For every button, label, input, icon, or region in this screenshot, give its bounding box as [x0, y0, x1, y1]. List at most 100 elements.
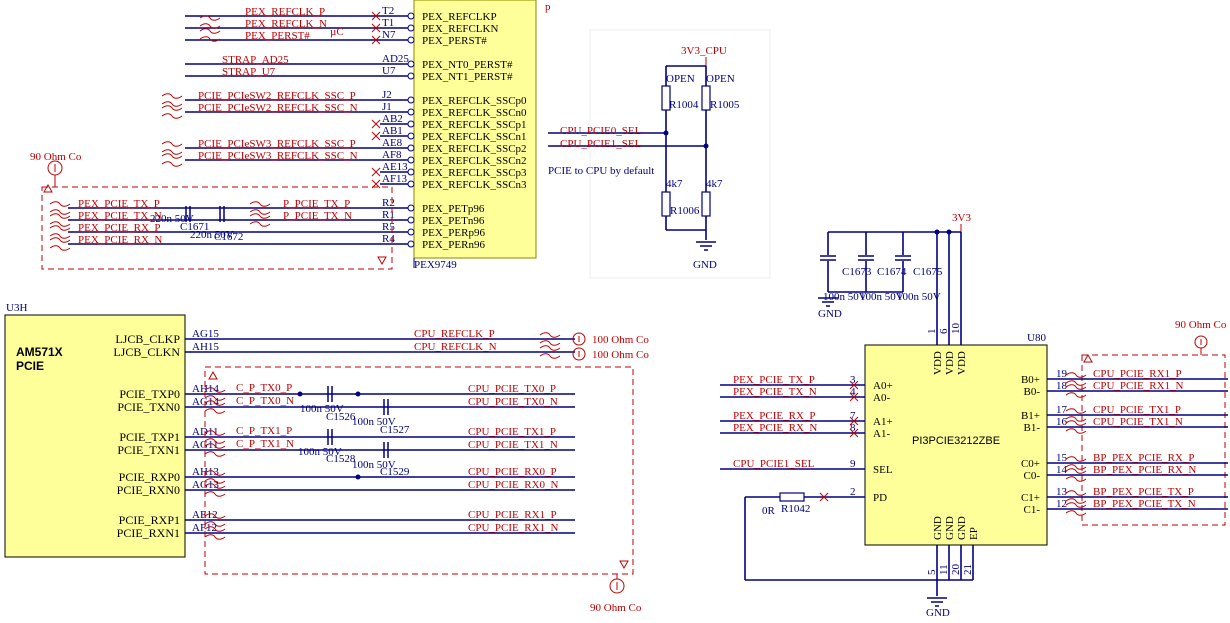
u80-left-net: PEX_PCIE_RX_P — [733, 410, 816, 422]
u80-decap-gnd: GND — [818, 308, 842, 320]
u80-body[interactable] — [864, 344, 1048, 546]
c1675-ref: C1675 — [913, 266, 943, 278]
u80-gnd-name: GND — [932, 516, 944, 540]
am-mid-net: C_P_TX0_N — [236, 395, 294, 407]
am-pin-name: PCIE_TXN1 — [117, 443, 180, 457]
u80-block: 3V3 GND C1673 C1674 C1675 100n 50V 100n … — [744, 212, 1227, 619]
am571x-name: AM571X — [16, 345, 63, 359]
pex-pin-name: PEX_PERn96 — [422, 239, 485, 251]
u80-part: PI3PCIE3212ZBE — [912, 435, 1000, 447]
c1528-ref: C1528 — [326, 453, 356, 465]
u80-left-net: PEX_PCIE_TX_N — [733, 386, 817, 398]
u80-right-num: 15 — [1056, 452, 1068, 464]
r1007-value: 4k7 — [706, 178, 723, 190]
pex-impedance-label: 90 Ohm Co — [30, 151, 82, 163]
pex9749-part: PEX9749 — [414, 259, 457, 271]
pex-net-label: STRAP_U7 — [222, 66, 276, 78]
am-mid-net: C_P_TX1_P — [236, 425, 292, 437]
u80-right-num: 18 — [1056, 380, 1068, 392]
am-caps: 100n 50V C1526 100n 50V C1527 100n 50V C… — [297, 385, 410, 480]
u80-left-num: 8 — [850, 422, 856, 434]
am-net-label: CPU_PCIE_RX0_P — [468, 466, 557, 478]
r1005-value: OPEN — [706, 73, 735, 85]
u80-right-name: B0- — [1024, 386, 1041, 398]
pex-net-label: PEX_REFCLK_P — [245, 6, 325, 18]
pex-pin-num: J1 — [382, 101, 392, 113]
u80-90ohm-label: 90 Ohm Co — [1175, 319, 1227, 331]
c1528-value: 100n 50V — [298, 446, 342, 458]
pex-pin-name: PEX_PERp96 — [422, 227, 485, 239]
pex-pin-num: AF8 — [382, 149, 402, 161]
pex-left-net: PEX_PCIE_TX_N — [78, 210, 162, 222]
u80-right-net: BP_PEX_PCIE_RX_N — [1093, 464, 1196, 476]
am-pin-name: LJCB_CLKN — [113, 345, 180, 359]
pex-left-net: PEX_PCIE_RX_P — [78, 222, 161, 234]
am-net-label: CPU_PCIE_TX1_N — [468, 439, 558, 451]
am-diff-box: 90 Ohm Co — [204, 366, 642, 614]
am-90ohm-label: 90 Ohm Co — [590, 602, 642, 614]
u80-left-net: PEX_PCIE_RX_N — [733, 422, 817, 434]
u80-vdd-name: VDD — [944, 351, 956, 375]
u80-right-net: BP_PEX_PCIE_TX_P — [1093, 486, 1194, 498]
pex-pin-name: PEX_REFCLKN — [422, 23, 498, 35]
pex-pin-name: PEX_PETn96 — [422, 215, 485, 227]
u80-left-net: PEX_PCIE_TX_P — [733, 374, 815, 386]
sel-net-1: CPU_PCIE1_SEL — [560, 138, 642, 150]
u80-right-num: 19 — [1056, 368, 1068, 380]
pex-top-clock: µC — [199, 15, 344, 42]
am-net-label: CPU_PCIE_TX0_N — [468, 396, 558, 408]
r1042-ref: R1042 — [781, 503, 810, 515]
u80-gnd-name: EP — [968, 527, 980, 540]
u80-right-name: B1+ — [1021, 410, 1040, 422]
r1042[interactable] — [779, 492, 805, 502]
pex-pin-num: T2 — [382, 5, 394, 17]
am-net-label: CPU_PCIE_RX1_P — [468, 509, 557, 521]
uc-label: µC — [330, 26, 344, 38]
am-net-label: CPU_PCIE_TX1_P — [468, 426, 556, 438]
am-100ohm-label-2: 100 Ohm Co — [592, 349, 649, 361]
c1672-ref: C1672 — [214, 231, 243, 243]
u80-right-num: 12 — [1056, 498, 1067, 510]
pex9749-body[interactable] — [413, 0, 537, 259]
c1527-value: 100n 50V — [352, 416, 396, 428]
u80-vdd-name: VDD — [932, 351, 944, 375]
pex-pin-name: PEX_REFCLKP — [422, 11, 497, 23]
r1006-ref: R1006 — [670, 205, 700, 217]
u80-right-net: CPU_PCIE_RX1_P — [1093, 368, 1182, 380]
pex-net-label: PCIE_PCIeSW2_REFCLK_SSC_N — [198, 102, 358, 114]
pex-pin-num: AE8 — [382, 137, 403, 149]
am-pin-name: PCIE_RXP0 — [119, 470, 180, 484]
pex-net-label: P_PCIE_TX_P — [283, 198, 350, 210]
pex-net-label: PEX_PERST# — [245, 30, 310, 42]
pex-pin-num: AB2 — [382, 113, 403, 125]
pex-diff-box: 90 Ohm Co — [30, 151, 393, 270]
u80-left-name: PD — [873, 492, 887, 504]
svg-text:p: p — [545, 1, 551, 13]
pex-pin-name: PEX_REFCLK_SSCp3 — [422, 167, 527, 179]
pex-pin-num: AD25 — [382, 53, 409, 65]
am571x-body[interactable] — [4, 314, 186, 558]
pex-pin-num: J2 — [382, 89, 392, 101]
c1674-value: 100n 50V — [860, 291, 904, 303]
u80-left-num: 4 — [850, 386, 856, 398]
am-mid-net: C_P_TX0_P — [236, 382, 292, 394]
pex-pin-num: N7 — [382, 29, 396, 41]
u80-refdes: U80 — [1027, 332, 1046, 344]
u80-left-num: 3 — [850, 374, 856, 386]
am-pin-name: PCIE_TXN0 — [117, 400, 180, 414]
u80-right-name: C1+ — [1021, 492, 1040, 504]
c1529-ref: C1529 — [380, 466, 410, 478]
pex-pin-name: PEX_PETp96 — [422, 203, 485, 215]
am-net-label: CPU_REFCLK_P — [414, 328, 495, 340]
pex-net-label: PCIE_PCIeSW3_REFCLK_SSC_P — [198, 138, 356, 150]
u80-right-net: CPU_PCIE_TX1_N — [1093, 416, 1183, 428]
pex-pin-num: R2 — [382, 197, 395, 209]
pex-pin-name: PEX_NT1_PERST# — [422, 71, 513, 83]
u80-right-num: 13 — [1056, 486, 1068, 498]
pex-pin-name: PEX_REFCLK_SSCp1 — [422, 119, 527, 131]
pex-pin-name: PEX_REFCLK_SSCn2 — [422, 155, 527, 167]
pex-net-label: PCIE_PCIeSW3_REFCLK_SSC_N — [198, 150, 358, 162]
pex-pin-name: PEX_REFCLK_SSCp0 — [422, 95, 527, 107]
